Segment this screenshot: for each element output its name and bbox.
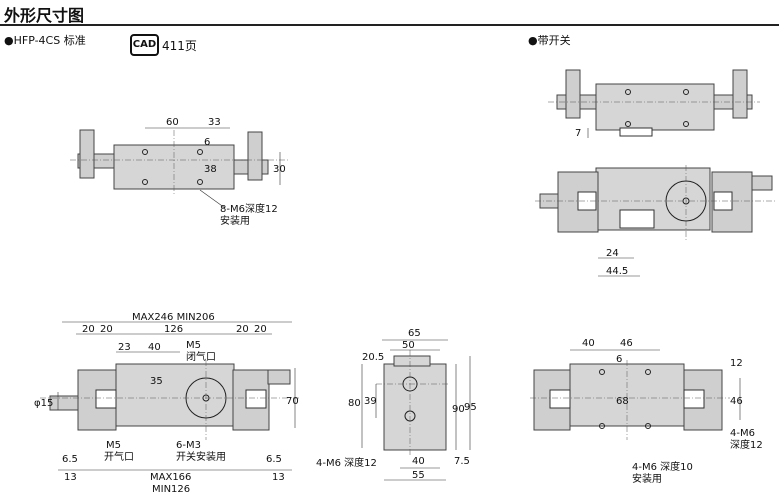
right-jaw [247, 131, 263, 181]
side-view [361, 339, 471, 481]
svg-text:6.5: 6.5 [62, 454, 78, 465]
svg-text:39: 39 [364, 396, 377, 407]
svg-text:55: 55 [412, 470, 425, 481]
svg-text:深度12: 深度12 [730, 438, 763, 451]
svg-text:闭气口: 闭气口 [186, 350, 216, 363]
dim-6: 6 [204, 137, 210, 148]
svg-text:安装用: 安装用 [632, 472, 662, 485]
left-jaw [79, 129, 95, 179]
svg-text:MAX166: MAX166 [150, 472, 191, 483]
svg-text:95: 95 [464, 402, 477, 413]
svg-text:开气口: 开气口 [104, 450, 134, 463]
svg-text:开关安装用: 开关安装用 [176, 450, 226, 463]
dim-44-5: 44.5 [606, 266, 628, 277]
section-switch-label: ●带开关 [528, 34, 571, 47]
note-mount: 安装用 [220, 214, 250, 227]
svg-text:68: 68 [616, 396, 629, 407]
svg-text:6: 6 [616, 354, 622, 365]
svg-text:20: 20 [236, 324, 249, 335]
svg-text:6-M3: 6-M3 [176, 440, 201, 451]
svg-text:20.5: 20.5 [362, 352, 384, 363]
cad-icon[interactable]: CAD [130, 34, 159, 56]
title-rule [0, 24, 779, 26]
svg-text:80: 80 [348, 398, 361, 409]
svg-text:φ15: φ15 [34, 398, 53, 409]
top-left-view [70, 127, 290, 209]
section-standard-label: ●HFP-4CS 标准 [4, 34, 86, 47]
svg-text:126: 126 [164, 324, 183, 335]
svg-text:50: 50 [402, 340, 415, 351]
svg-text:4-M6: 4-M6 [730, 428, 755, 439]
dim-max246: MAX246 MIN206 [132, 312, 215, 323]
svg-text:20: 20 [254, 324, 267, 335]
svg-text:35: 35 [150, 376, 163, 387]
svg-text:70: 70 [286, 396, 299, 407]
dim-38: 38 [204, 164, 217, 175]
dim-30: 30 [273, 164, 286, 175]
svg-text:12: 12 [730, 358, 743, 369]
dim-60: 60 [166, 117, 179, 128]
svg-text:M5: M5 [186, 340, 201, 351]
svg-text:20: 20 [82, 324, 95, 335]
svg-text:4-M6 深度12: 4-M6 深度12 [316, 456, 377, 469]
svg-text:7.5: 7.5 [454, 456, 470, 467]
svg-text:13: 13 [272, 472, 285, 483]
svg-text:65: 65 [408, 328, 421, 339]
cad-page-link[interactable]: 411页 [162, 39, 197, 53]
svg-text:M5: M5 [106, 440, 121, 451]
dim-24: 24 [606, 248, 619, 259]
svg-text:13: 13 [64, 472, 77, 483]
svg-text:4-M6 深度10: 4-M6 深度10 [632, 460, 693, 473]
top-right-view [535, 69, 775, 277]
front-view [40, 321, 300, 471]
page-title: 外形尺寸图 [4, 6, 85, 25]
bottom-view [530, 349, 741, 440]
svg-text:40: 40 [582, 338, 595, 349]
svg-text:40: 40 [412, 456, 425, 467]
svg-text:6.5: 6.5 [266, 454, 282, 465]
note-8m6: 8-M6深度12 [220, 202, 278, 215]
svg-text:20: 20 [100, 324, 113, 335]
svg-text:90: 90 [452, 404, 465, 415]
svg-text:MIN126: MIN126 [152, 484, 190, 495]
svg-text:46: 46 [620, 338, 633, 349]
svg-text:23: 23 [118, 342, 131, 353]
svg-text:46: 46 [730, 396, 743, 407]
dim-33: 33 [208, 117, 221, 128]
svg-text:40: 40 [148, 342, 161, 353]
dim-7: 7 [575, 128, 581, 139]
